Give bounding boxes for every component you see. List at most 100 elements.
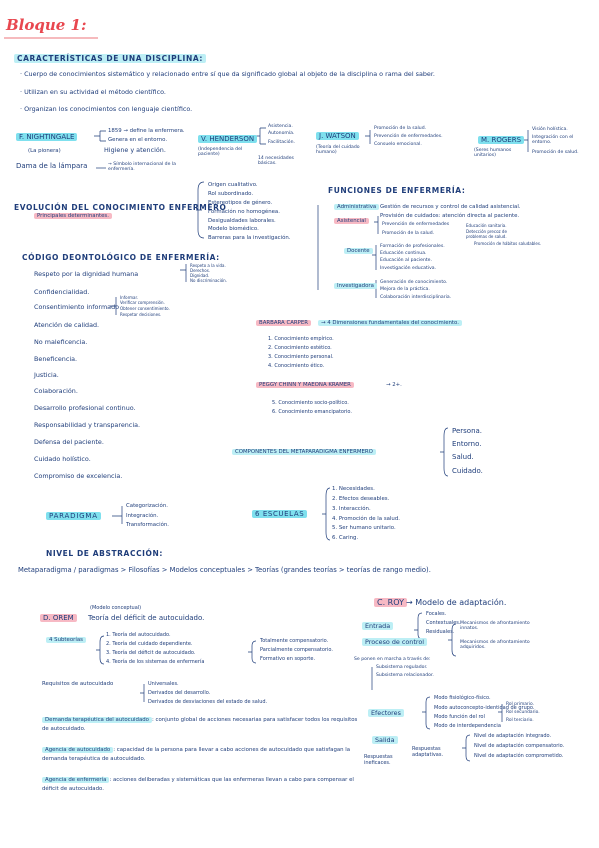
escuelas-item: 2. Efectos deseables. (332, 496, 390, 502)
codigo-item: Beneficencia. (34, 355, 78, 363)
evolucion-item: Estereotipos de género. (208, 200, 273, 206)
roy-salida-item: Nivel de adaptación comprometido. (474, 753, 564, 759)
chinn-item: 5. Conocimiento socio-político. (272, 400, 349, 406)
roy-salida-item: Nivel de adaptación integrado. (474, 733, 552, 739)
roy-subsistema: Subsistema regulador. (376, 665, 428, 670)
roy-rol-item: Rol terciario. (506, 718, 534, 723)
henderson-needs: 14 necesidades básicas. (258, 156, 294, 166)
roy-proceso-note: Se ponen en marcha a través de: (354, 657, 431, 662)
evolucion-item: Barreras para la investigación. (208, 235, 291, 241)
codigo-item: Responsabilidad y transparencia. (34, 421, 141, 429)
abstraccion-heading: NIVEL DE ABSTRACCIÓN: (46, 549, 164, 558)
funciones-asist-label: Asistencial (334, 218, 369, 224)
codigo-dignidad-sub: Respeto a la vida. (190, 263, 226, 268)
funciones-asist-item: Prevención de enfermedades (382, 222, 450, 227)
roy-entrada-item: Residuales. (426, 629, 455, 635)
funciones-docente-item: Formación de profesionales. (380, 244, 445, 249)
codigo-item: Cuidado holístico. (34, 455, 91, 463)
orem-agencia-label: Agencia de autocuidado (42, 747, 114, 753)
funciones-invest-item: Mejora de la práctica. (380, 287, 430, 292)
orem-sistema: Parcialmente compensatorio. (260, 647, 333, 653)
funciones-docente-item: Educación continua. (380, 251, 427, 256)
funciones-invest-item: Colaboración interdisciplinaria. (380, 295, 452, 300)
evolucion-item: Formación no homogénea. (208, 209, 280, 215)
roy-efector: Modo autoconcepto-identidad de grupo. (434, 705, 535, 711)
orem-subteoria: 2. Teoría del cuidado dependiente. (106, 641, 193, 647)
codigo-heading: CÓDIGO DEONTOLÓGICO DE ENFERMERÍA: (22, 253, 220, 262)
watson-sub: (Teoría del cuidado humano) (316, 145, 360, 155)
codigo-consent-sub: Respetar decisiones. (120, 312, 162, 317)
orem-agencia-enf-text: : acciones deliberadas y sistemáticas qu… (42, 777, 354, 793)
caracteristicas-item: · Cuerpo de conocimientos sistemático y … (20, 70, 435, 78)
orem-agencia: Agencia de autocuidado: capacidad de la … (42, 746, 362, 764)
roy-efector: Modo de interdependencia (434, 723, 501, 729)
roy-efector: Modo función del rol (434, 714, 485, 720)
funciones-docente-item: Educación al paciente. (380, 258, 432, 263)
nightingale-name: F. NIGHTINGALE (16, 133, 78, 141)
orem-sistema: Formativo en soporte. (260, 656, 316, 662)
nightingale-sub: (La pionera) (28, 148, 61, 154)
orem-subteoria: 3. Teoría del déficit de autocuidado. (106, 650, 196, 656)
watson-branch: Promoción de la salud. (374, 126, 427, 131)
rogers-branch: Integración con el entorno. (532, 135, 574, 145)
page-title: Bloque 1: (6, 16, 87, 34)
codigo-item: Desarrollo profesional continuo. (34, 404, 136, 412)
paradigma-heading: PARADIGMA (46, 512, 101, 520)
nightingale-dama: Dama de la lámpara (16, 162, 88, 170)
nightingale-branch: 1859 → define la enfermera. (108, 128, 185, 134)
componentes-heading: COMPONENTES DEL METAPARADIGMA ENFERMERO (232, 449, 376, 455)
roy-subsistema: Subsistema relacionador. (376, 673, 434, 678)
codigo-item: Justicia. (34, 371, 59, 379)
carper-item: 2. Conocimiento estético. (268, 345, 332, 351)
roy-entrada-label: Entrada (362, 622, 394, 630)
roy-name: C. ROY (374, 598, 407, 607)
henderson-sub: (Independencia del paciente) (198, 147, 243, 157)
codigo-item: Colaboración. (34, 387, 78, 395)
orem-demanda: Demanda terapéutica del autocuidado: con… (42, 716, 362, 734)
roy-salida-label: Salida (372, 736, 398, 744)
henderson-name: V. HENDERSON (198, 135, 258, 143)
rogers-name: M. ROGERS (478, 136, 525, 144)
henderson-branch: Asistencia. (268, 124, 293, 129)
abstraccion-line: Metaparadigma / paradigmas > Filosofías … (18, 566, 431, 574)
codigo-item: No maleficencia. (34, 338, 88, 346)
orem-subteoria: 1. Teoría del autocuidado. (106, 632, 171, 638)
funciones-invest-item: Generación de conocimiento. (380, 280, 448, 285)
nightingale-branch: Higiene y atención. (104, 146, 166, 154)
rogers-sub: (Seres humanos unitarios) (474, 148, 512, 158)
codigo-item: Confidencialidad. (34, 288, 90, 296)
henderson-branch: Autonomía. (268, 131, 295, 136)
escuelas-item: 1. Necesidades. (332, 486, 375, 492)
caracteristicas-item: · Organizan los conocimientos con lengua… (20, 105, 193, 113)
caracteristicas-heading: CARACTERÍSTICAS DE UNA DISCIPLINA: (14, 54, 206, 63)
chinn-arrow: → 2+. (386, 382, 402, 388)
funciones-asist-sub: Educación sanitaria. (466, 223, 507, 228)
orem-requisitos-label: Requisitos de autocuidado (42, 681, 114, 687)
orem-demanda-text: : conjunto global de acciones necesarias… (42, 717, 358, 733)
evolucion-sub: Principales determinantes. (34, 213, 112, 219)
codigo-item: Respeto por la dignidad humana (34, 270, 139, 278)
orem-title: Teoría del déficit de autocuidado. (88, 614, 205, 622)
caracteristicas-item: · Utilizan en su actividad el método cie… (20, 88, 166, 96)
carper-item: 1. Conocimiento empírico. (268, 336, 334, 342)
escuelas-item: 5. Ser humano unitario. (332, 525, 396, 531)
escuelas-item: 3. Interacción. (332, 506, 371, 512)
orem-agencia-enf-label: Agencia de enfermería (42, 777, 110, 783)
roy-entrada-item: Contextuales. (426, 620, 461, 626)
roy-proceso-item: Mecanismos de afrontamiento adquiridos. (460, 640, 530, 650)
orem-requisito: Universales. (148, 681, 179, 687)
funciones-invest-label: Investigadora (334, 283, 377, 289)
codigo-item: Atención de calidad. (34, 321, 100, 329)
roy-salida-item: Nivel de adaptación compensatorio. (474, 743, 565, 749)
escuelas-item: 4. Promoción de la salud. (332, 516, 400, 522)
evolucion-heading: EVOLUCIÓN DEL CONOCIMIENTO ENFERMERO (14, 203, 227, 212)
codigo-consent-sub: Informar. (120, 295, 139, 300)
funciones-asist-item: Provisión de cuidados: atención directa … (380, 213, 520, 219)
chinn-name: PEGGY CHINN Y MAEONA KRAMER (256, 382, 354, 388)
orem-subteorias-label: 4 Subteorías (46, 637, 86, 643)
orem-note: (Modelo conceptual) (90, 605, 142, 611)
orem-name: D. OREM (40, 614, 77, 622)
codigo-item: Defensa del paciente. (34, 438, 104, 446)
funciones-asist-sub: Promoción de hábitos saludables. (474, 241, 542, 246)
codigo-consent-sub: Obtener consentimiento. (120, 306, 170, 311)
